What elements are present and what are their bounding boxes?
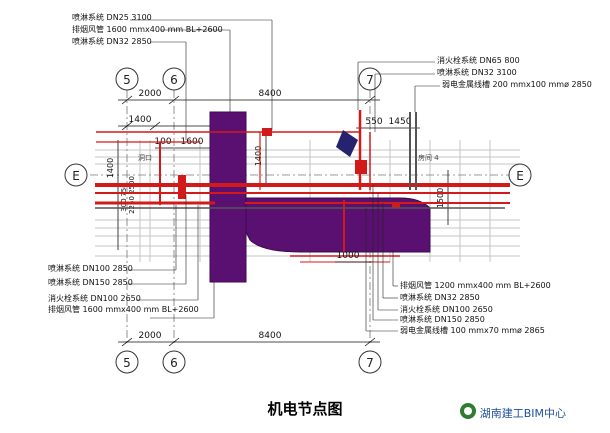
label-bottom-right-4: 喷淋系统 DN150 2850 (400, 314, 485, 324)
dim-8400-bottom: 8400 (259, 331, 282, 341)
svg-text:5: 5 (123, 73, 131, 87)
label-bottom-right-1: 排烟风管 1200 mmx400 mm BL+2600 (400, 280, 551, 290)
label-bottom-left-2: 喷淋系统 DN150 2850 (48, 277, 133, 287)
room-label-right: 房间 4 (418, 153, 439, 162)
hydrant-icon (336, 130, 358, 157)
axis-bubble-5-bottom: 5 (115, 350, 139, 374)
wechat-logo-icon (459, 403, 476, 419)
smoke-exhaust-duct (209, 111, 431, 283)
dim-1500: 1500 (436, 188, 445, 208)
weak-current-cable-tray (95, 112, 505, 209)
dim-750: 750 (120, 183, 128, 196)
axis-bubble-e-right: E (508, 163, 532, 187)
axis-bubble-7-top: 7 (358, 67, 382, 91)
label-bottom-right-3: 消火栓系统 DN100 2650 (400, 304, 493, 314)
dim-1400-mid: 1400 (254, 146, 263, 166)
label-top-right-1: 消火栓系统 DN65 800 (437, 55, 520, 65)
axis-bubble-6-bottom: 6 (162, 350, 186, 374)
dim-550: 550 (365, 117, 382, 127)
dim-1400-left: 1400 (106, 158, 115, 178)
label-bottom-left-4: 排烟风管 1600 mmx400 mm BL+2600 (48, 304, 199, 314)
svg-text:7: 7 (366, 356, 374, 370)
label-top-right-3: 弱电金属线槽 200 mmx100 mmø 2850 (442, 79, 592, 89)
dim-2000-top: 2000 (139, 89, 162, 99)
label-bottom-left-1: 喷淋系统 DN100 2850 (48, 263, 133, 273)
axis-bubble-6-top: 6 (162, 67, 186, 91)
svg-text:E: E (516, 169, 524, 183)
dim-1400: 1400 (129, 115, 152, 125)
svg-text:6: 6 (170, 356, 178, 370)
dim-2250: 2250 (128, 196, 136, 214)
vertical-dimension-lines (117, 130, 449, 250)
room-label-left: 洞口 (138, 153, 152, 162)
label-top-left-3: 喷淋系统 DN32 2850 (72, 36, 152, 46)
leader-lines (128, 19, 440, 332)
bottom-dimension-lines (118, 261, 380, 347)
annotation-texts: 喷淋系统 DN25 3100 排烟风管 1600 mmx400 mm BL+26… (48, 12, 592, 335)
brand-watermark: 湖南建工BIM中心 (459, 403, 566, 421)
dim-2000-bottom: 2000 (139, 331, 162, 341)
dim-1000: 1000 (337, 251, 360, 261)
dim-300: 300 (120, 198, 128, 211)
dim-1450: 1450 (389, 117, 412, 127)
label-top-left-2: 排烟风管 1600 mmx400 mm BL+2600 (72, 24, 223, 34)
axis-bubble-e-left: E (64, 163, 88, 187)
label-top-right-2: 喷淋系统 DN32 3100 (437, 67, 517, 77)
brand-text: 湖南建工BIM中心 (479, 407, 566, 420)
label-bottom-left-3: 消火栓系统 DN100 2650 (48, 293, 141, 303)
svg-text:E: E (72, 169, 80, 183)
figure-caption: 机电节点图 (267, 400, 343, 418)
label-bottom-right-5: 弱电金属线槽 100 mmx70 mmø 2865 (400, 325, 545, 335)
svg-text:5: 5 (123, 356, 131, 370)
label-top-left-1: 喷淋系统 DN25 3100 (72, 12, 152, 22)
dim-8400-top: 8400 (259, 89, 282, 99)
fire-valve-icons (178, 128, 400, 208)
svg-text:7: 7 (366, 73, 374, 87)
axis-bubble-5-top: 5 (115, 67, 139, 91)
svg-text:6: 6 (170, 73, 178, 87)
label-bottom-right-2: 喷淋系统 DN32 2850 (400, 292, 480, 302)
axis-bubble-7-bottom: 7 (358, 350, 382, 374)
